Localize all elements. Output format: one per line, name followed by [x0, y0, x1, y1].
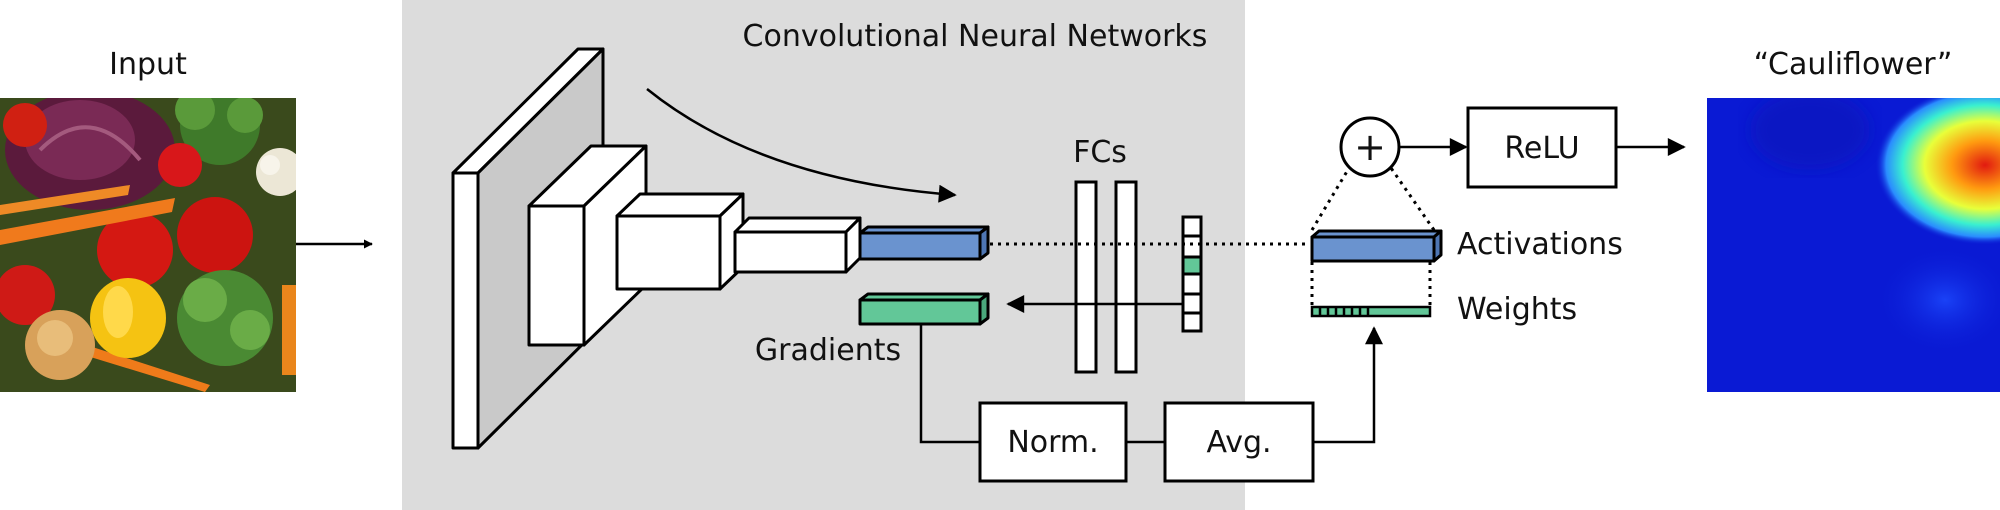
norm-box	[978, 401, 1128, 483]
forward-curve-arrow	[646, 88, 957, 203]
relu-label: ReLU	[1504, 131, 1579, 166]
cnn-title: Convolutional Neural Networks	[743, 19, 1208, 54]
output-logits	[1181, 215, 1203, 333]
activations-map	[1310, 229, 1443, 263]
fcs-label: FCs	[1073, 135, 1127, 170]
weights-vector	[1310, 305, 1432, 318]
fc-layer-1	[1074, 180, 1098, 374]
output-class-label: “Cauliflower”	[1754, 47, 1953, 82]
avg-to-weights-arrow	[1313, 326, 1383, 444]
gradients-label: Gradients	[755, 333, 901, 368]
avg-label: Avg.	[1206, 425, 1271, 460]
conv-layer-2	[527, 144, 648, 347]
activations-label: Activations	[1457, 227, 1623, 262]
output-heatmap	[1707, 98, 2000, 392]
weights-label: Weights	[1457, 292, 1577, 327]
conv-layer-3	[615, 192, 745, 291]
gradients-to-norm-line	[919, 324, 980, 444]
sum-symbol: +	[1354, 125, 1386, 169]
fc-layer-2	[1114, 180, 1138, 374]
avg-box	[1163, 401, 1315, 483]
funnel-left	[1310, 167, 1351, 231]
gradients-map	[858, 292, 990, 326]
conv-layer-4	[733, 216, 862, 274]
input-label: Input	[109, 47, 187, 82]
funnel-right	[1389, 167, 1436, 231]
relu-box	[1466, 106, 1618, 189]
input-image	[0, 98, 296, 392]
norm-label: Norm.	[1007, 425, 1098, 460]
cnn-activation-map	[858, 225, 990, 261]
